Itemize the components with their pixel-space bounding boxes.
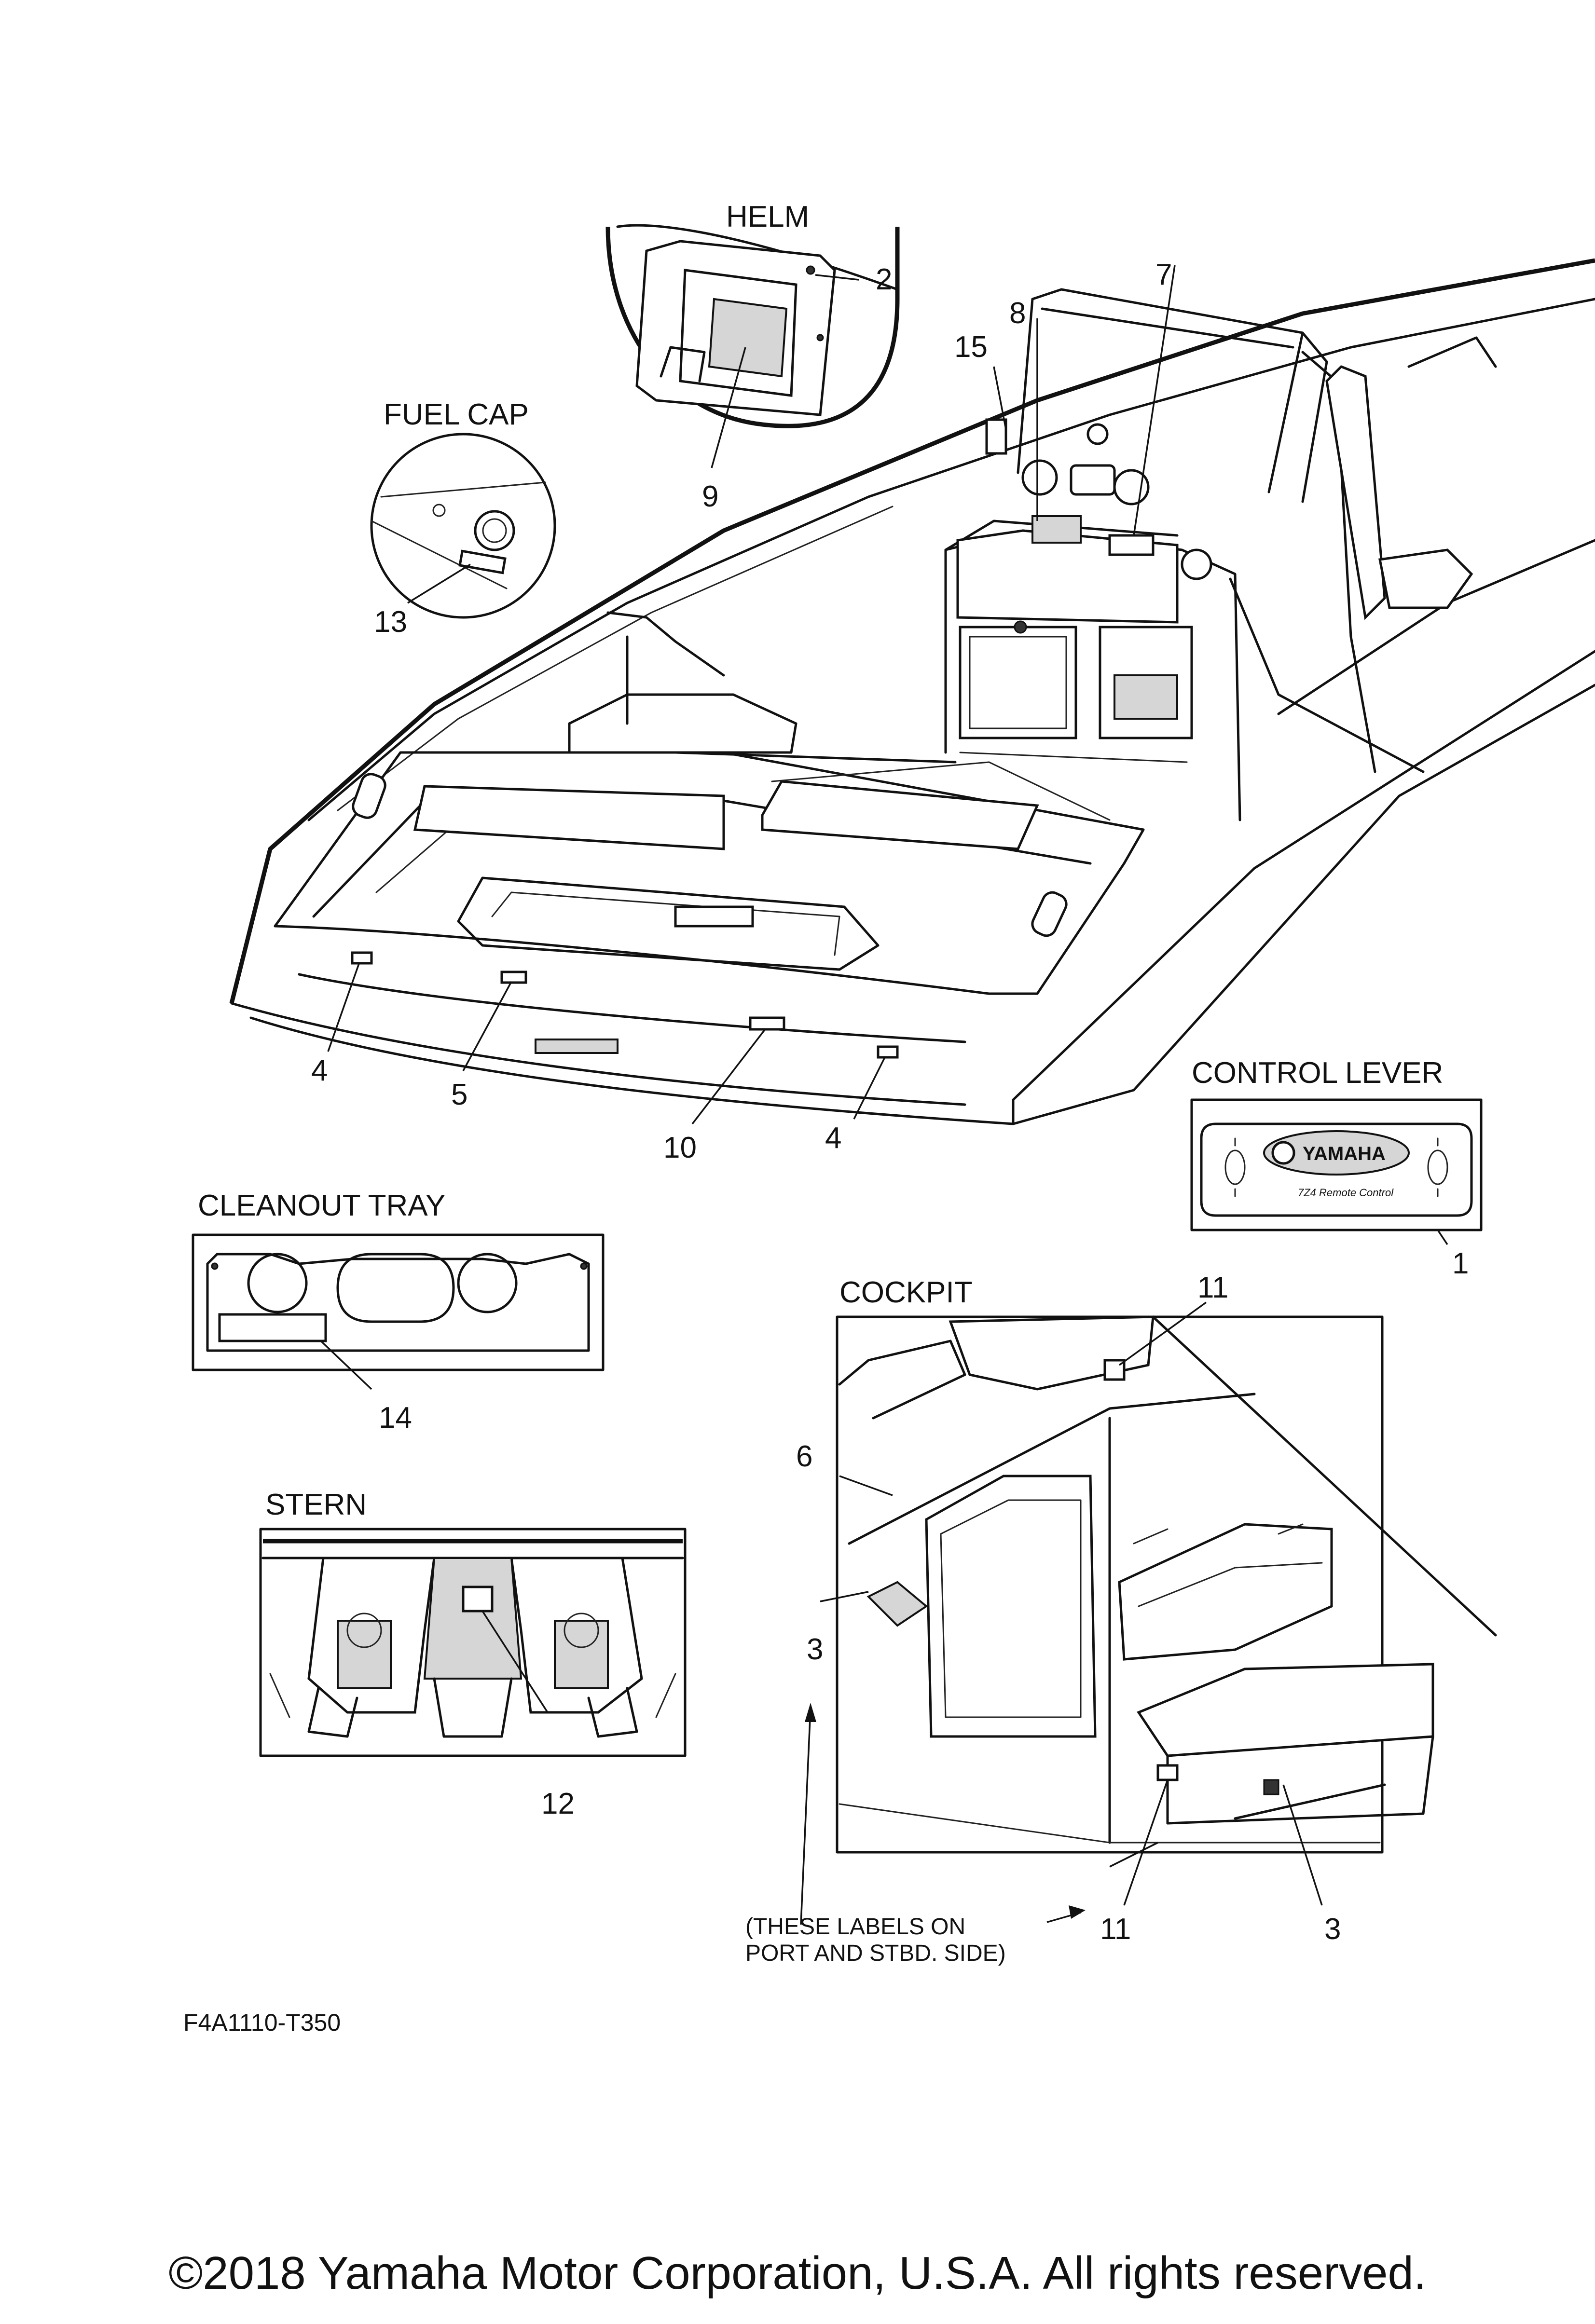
- boat-main-view: [229, 258, 1595, 1125]
- decal-subtitle-text: 7Z4 Remote Control: [1298, 1187, 1394, 1199]
- callout-14: 14: [379, 1401, 412, 1435]
- callout-5: 5: [451, 1078, 468, 1111]
- decal-brand-text: YAMAHA: [1303, 1143, 1386, 1164]
- figure-code: F4A1110-T350: [183, 2009, 341, 2036]
- helm-detail: [605, 224, 900, 428]
- cockpit-detail: [836, 1315, 1497, 1854]
- cockpit-title: COCKPIT: [839, 1276, 973, 1309]
- callout-9: 9: [702, 480, 718, 513]
- port-stbd-note-line1: (THESE LABELS ON: [745, 1914, 965, 1940]
- callout-11-top: 11: [1197, 1271, 1228, 1304]
- callout-3-cockpit-left: 3: [807, 1633, 823, 1666]
- control-lever-decal: YAMAHA 7Z4 Remote Control: [1190, 1098, 1483, 1231]
- stern-detail: [259, 1528, 687, 1757]
- copyright-notice: ©2018 Yamaha Motor Corporation, U.S.A. A…: [168, 2247, 1426, 2299]
- callout-13: 13: [374, 605, 407, 639]
- callout-1: 1: [1452, 1247, 1469, 1280]
- callout-11-bottom: 11: [1100, 1913, 1131, 1946]
- callout-12: 12: [541, 1787, 575, 1820]
- leader-lines: [320, 265, 1448, 1925]
- fuel-cap-detail: [370, 433, 556, 619]
- callout-4-left: 4: [311, 1054, 328, 1087]
- control-lever-title: CONTROL LEVER: [1192, 1056, 1443, 1090]
- callout-6: 6: [796, 1440, 812, 1473]
- callout-10: 10: [663, 1131, 697, 1164]
- callout-2: 2: [876, 263, 892, 296]
- callout-3-cockpit-right: 3: [1324, 1913, 1341, 1946]
- stern-title: STERN: [265, 1488, 367, 1521]
- cleanout-tray-detail: [192, 1233, 605, 1371]
- port-stbd-note-line2: PORT AND STBD. SIDE): [745, 1941, 1006, 1966]
- helm-title: HELM: [726, 200, 809, 233]
- callout-15: 15: [954, 330, 988, 364]
- callout-4-right: 4: [825, 1121, 841, 1155]
- callout-7: 7: [1155, 258, 1172, 291]
- fuel-cap-title: FUEL CAP: [384, 398, 529, 431]
- cleanout-tray-title: CLEANOUT TRAY: [198, 1189, 445, 1222]
- callout-8: 8: [1009, 297, 1026, 330]
